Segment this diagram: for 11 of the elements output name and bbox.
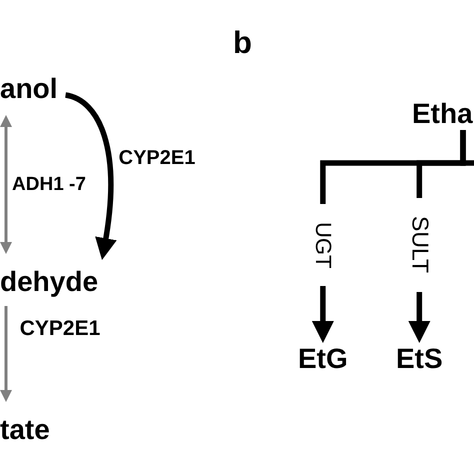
panel-label: b [233,26,252,60]
curved-arrow [64,92,117,260]
double-arrow [0,115,12,254]
compound-name: tate [0,414,50,446]
compound-name: anol [0,73,58,105]
compound-name: EtG [298,343,348,375]
arrow [0,306,12,402]
compound-name: dehyde [0,266,98,298]
compound-name: Etha [412,98,473,130]
compound-name: EtS [396,343,443,375]
branch-line [460,130,474,166]
